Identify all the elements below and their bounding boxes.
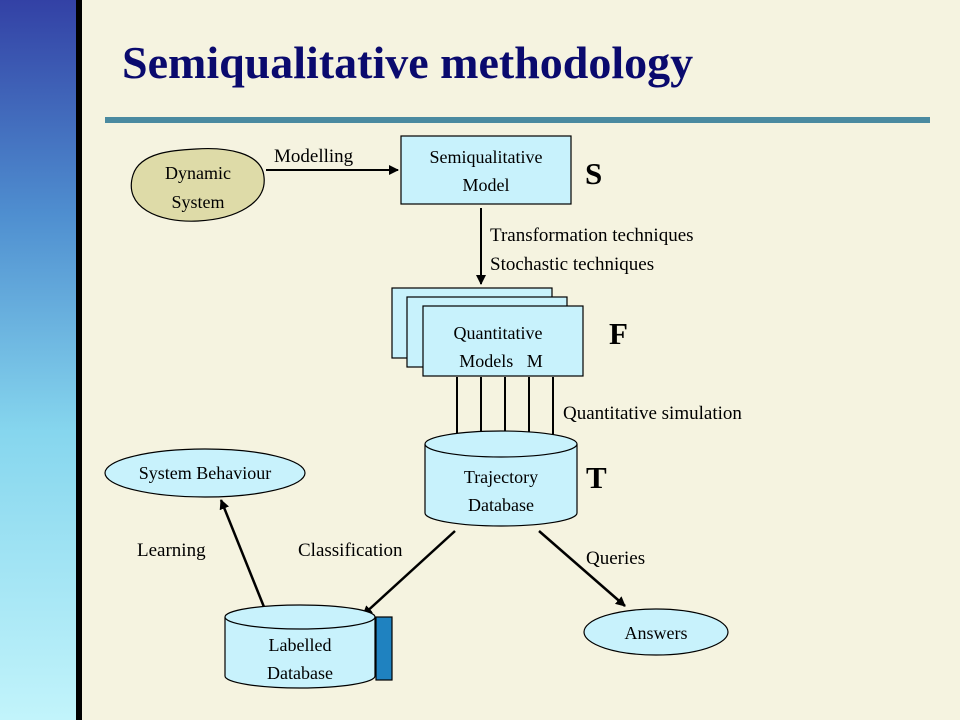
learning-arrow [219, 499, 266, 608]
classification-arrow [362, 530, 456, 616]
dynamic-system-line-2: System [171, 192, 224, 212]
sidebar-gradient [0, 0, 76, 720]
labelled-db-line-2: Database [267, 663, 333, 683]
slide-title: Semiqualitative methodology [122, 37, 694, 88]
quantitative-models-node: Quantitative Models M [391, 287, 584, 377]
transformation-label: Transformation techniques [490, 225, 694, 246]
learning-label: Learning [137, 540, 206, 561]
system-behaviour-label: System Behaviour [139, 463, 272, 483]
labelled-database-node: Labelled Database [224, 604, 393, 689]
answers-node: Answers [583, 608, 729, 656]
system-behaviour-node: System Behaviour [104, 448, 306, 498]
dynamic-system-line-1: Dynamic [165, 163, 231, 183]
stochastic-label: Stochastic techniques [490, 254, 654, 275]
classification-label: Classification [298, 540, 403, 561]
semiqual-model-line-2: Model [463, 175, 510, 195]
dynamic-system-node: Dynamic System [130, 148, 265, 222]
quant-model-front-card [422, 305, 584, 377]
sidebar-edge [76, 0, 82, 720]
labelled-db-side-panel [375, 616, 393, 681]
title-rule [105, 117, 930, 123]
modelling-label: Modelling [274, 146, 354, 167]
labelled-db-line-1: Labelled [269, 635, 332, 655]
queries-label: Queries [586, 548, 645, 569]
letter-t: T [586, 460, 607, 495]
letter-f: F [609, 316, 628, 351]
answers-label: Answers [625, 623, 688, 643]
letter-s: S [585, 156, 602, 191]
trajectory-db-line-2: Database [468, 495, 534, 515]
quant-models-line-2: Models M [459, 351, 543, 371]
trajectory-database-node: Trajectory Database [424, 430, 578, 527]
quantitative-simulation-label: Quantitative simulation [563, 403, 742, 424]
trajectory-db-line-1: Trajectory [464, 467, 538, 487]
semiqualitative-model-node: Semiqualitative Model [400, 135, 572, 205]
quant-models-line-1: Quantitative [454, 323, 543, 343]
semiqual-model-line-1: Semiqualitative [430, 147, 543, 167]
queries-arrow [538, 530, 626, 607]
